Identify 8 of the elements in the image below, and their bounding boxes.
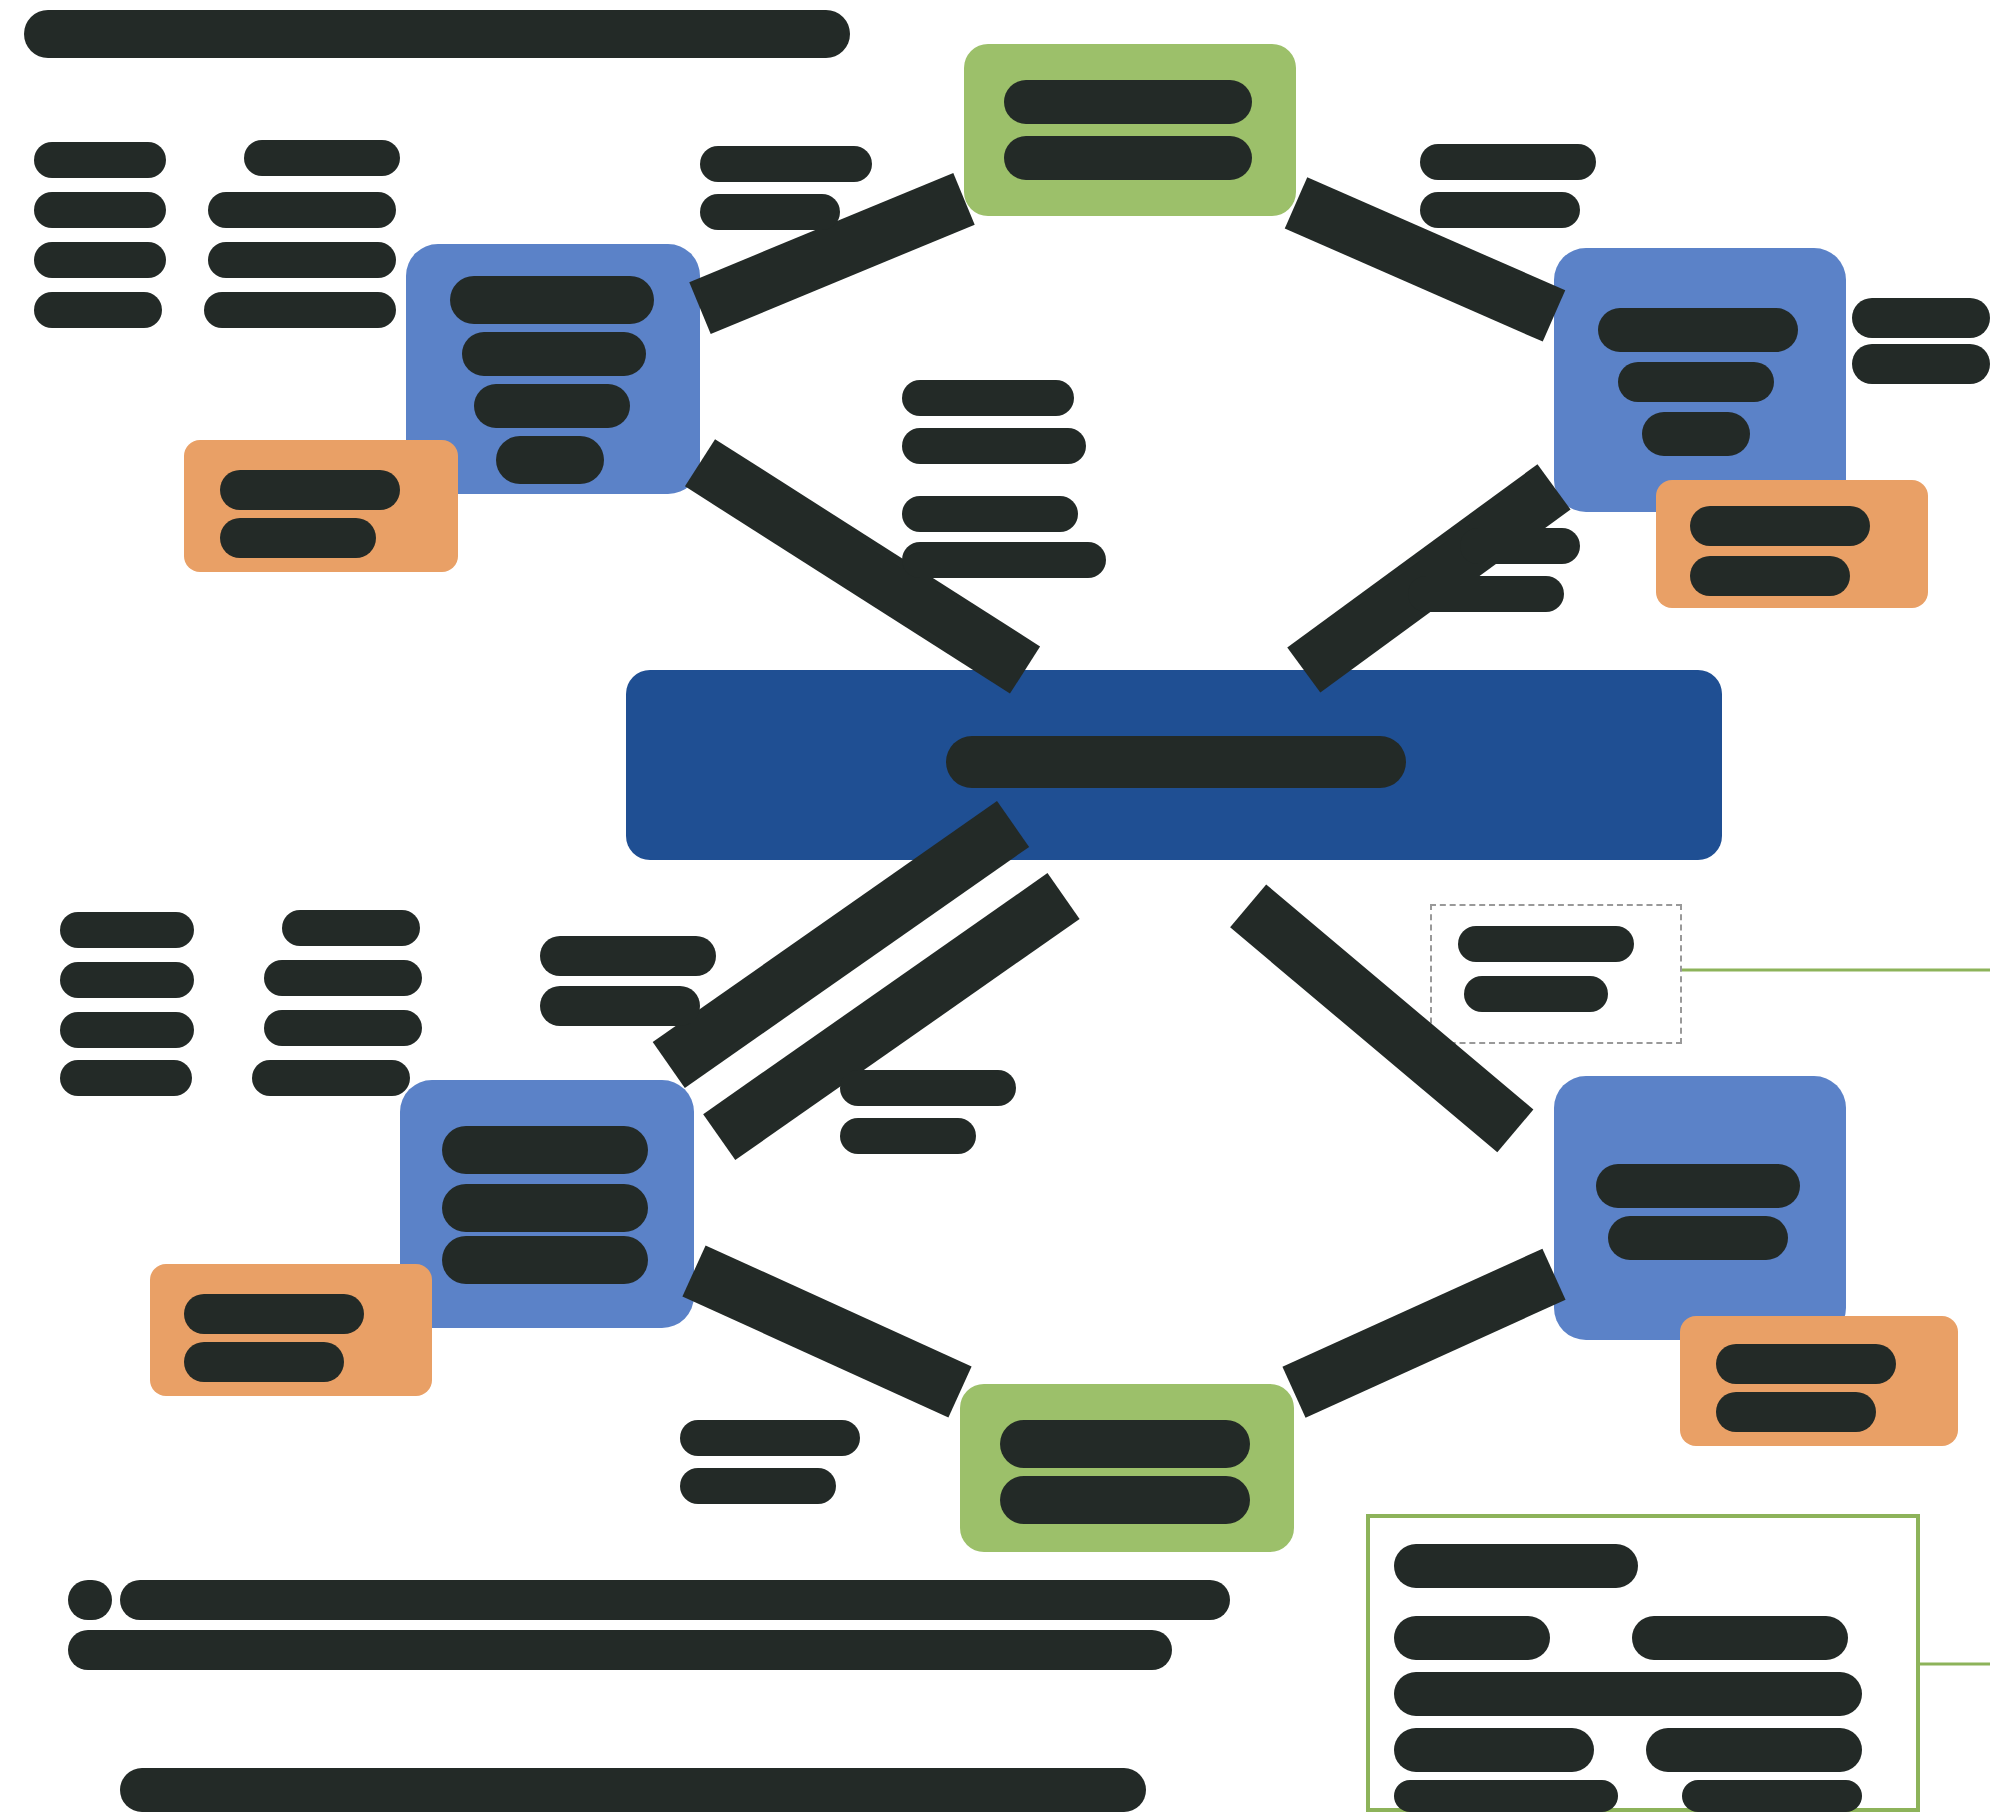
connector-bar — [1282, 1248, 1566, 1418]
connector-bar — [689, 172, 975, 334]
leader-line — [1682, 968, 1990, 972]
connector-bar — [1230, 884, 1534, 1153]
connector-bar — [1284, 177, 1566, 342]
leader-line — [1920, 1662, 1990, 1666]
connector-bar — [682, 1245, 972, 1418]
connector-bar — [1287, 464, 1571, 693]
